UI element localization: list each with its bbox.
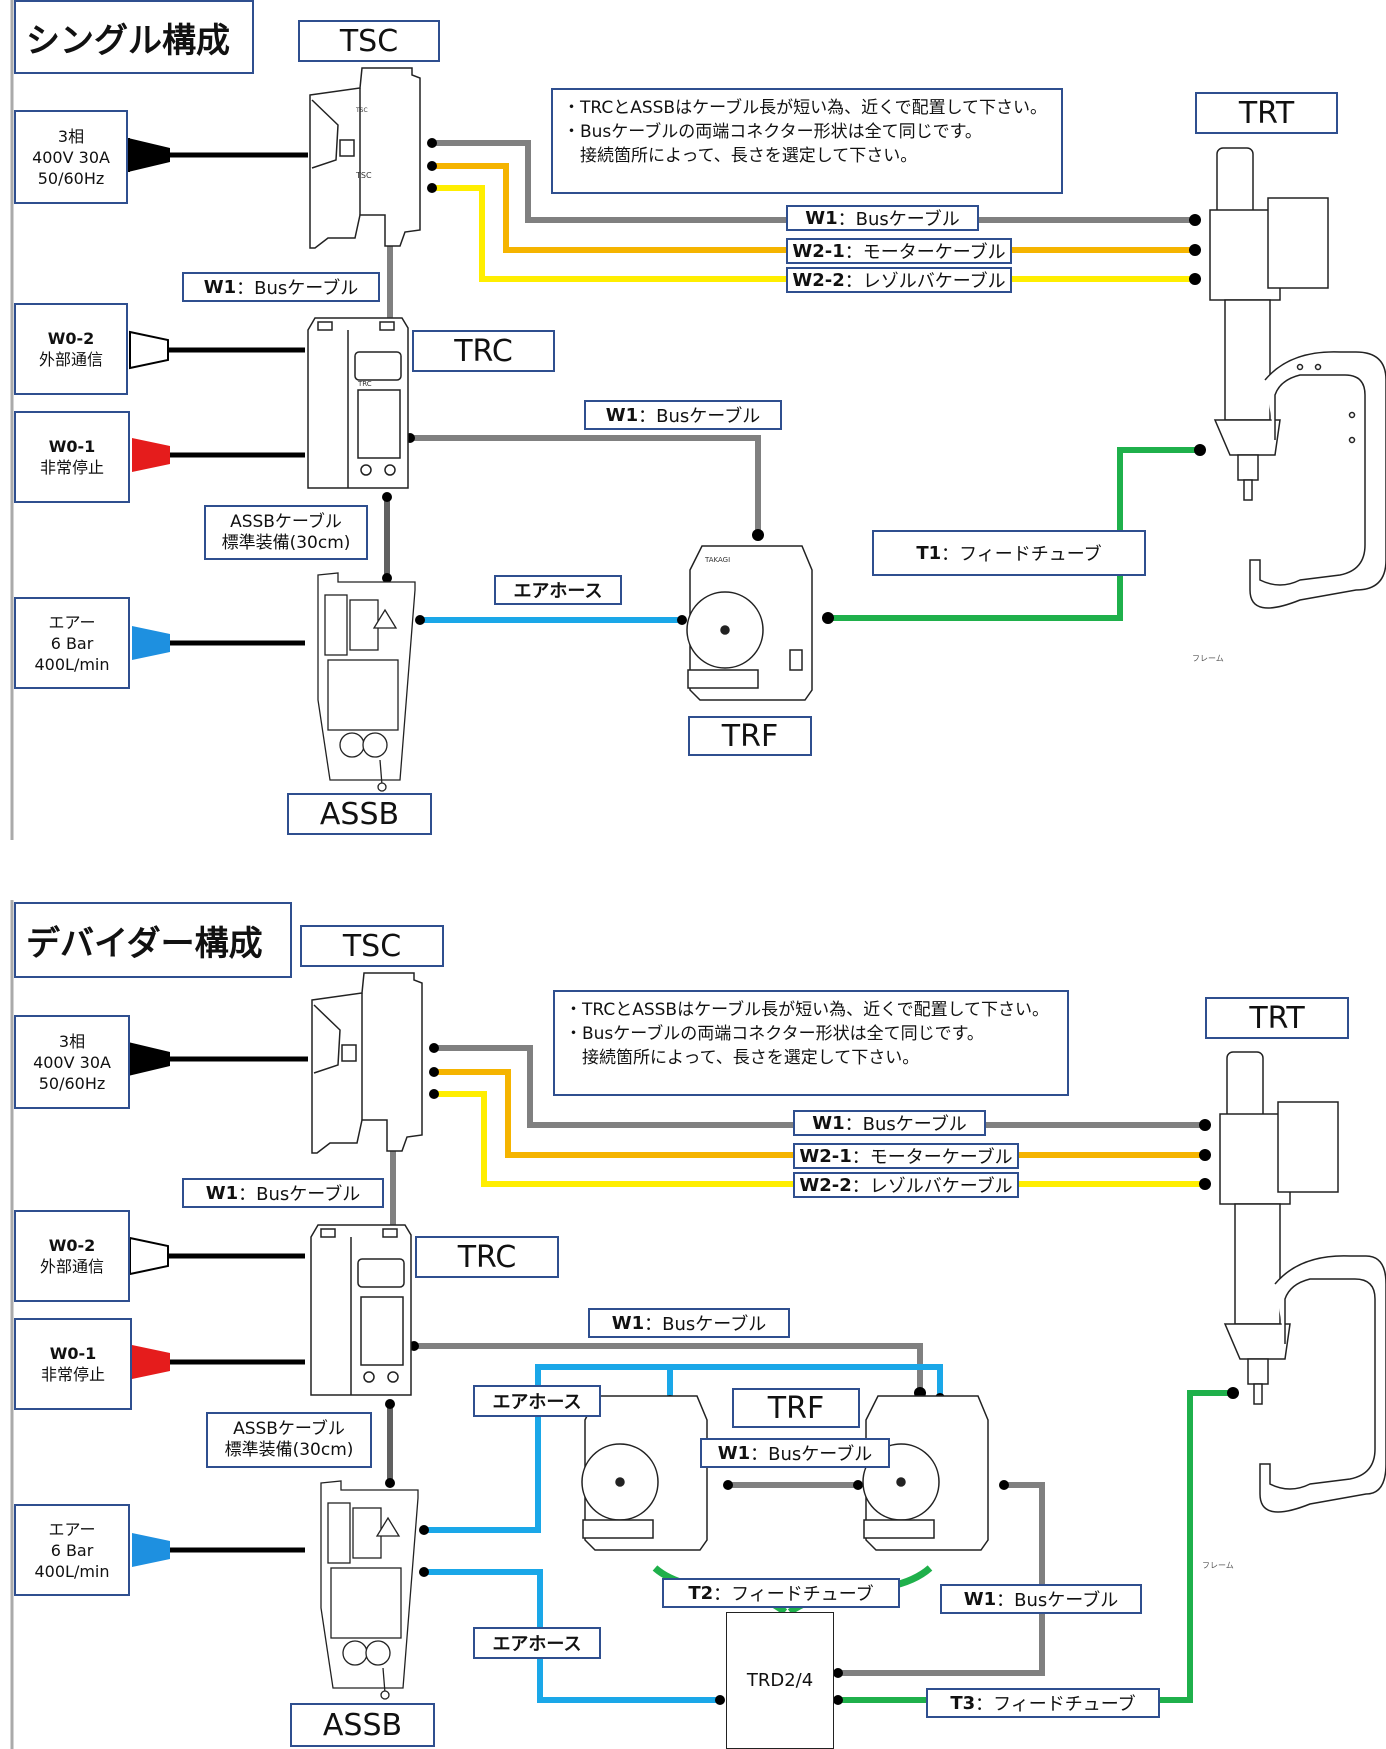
trt-label-divider: TRT <box>1205 997 1349 1039</box>
tsc-label-divider: TSC <box>300 925 444 967</box>
trc-label-divider: TRC <box>415 1236 559 1278</box>
air-plug-single <box>132 626 170 660</box>
w1-top-label-single: W1：Busケーブル <box>786 205 979 231</box>
tsc-label-single: TSC <box>298 20 440 62</box>
comm-text: 外部通信 <box>38 350 103 369</box>
svg-text:TSC: TSC <box>355 171 372 180</box>
power-source-single: 3相 400V 30A 50/60Hz <box>14 110 128 204</box>
comm-source-divider: W0-2 外部通信 <box>14 1210 130 1302</box>
svg-text:TAKAGI: TAKAGI <box>704 556 730 564</box>
trf-label-divider: TRF <box>732 1388 860 1428</box>
comm-code: W0-2 <box>47 329 95 348</box>
w21-label-single: W2-1：モーターケーブル <box>786 238 1012 264</box>
air-source-single: エアー 6 Bar 400L/min <box>14 597 130 689</box>
w1-trf-trd-label-divider: W1：Busケーブル <box>940 1584 1142 1614</box>
w1-tsc-trc-label-single: W1：Busケーブル <box>182 272 380 302</box>
estop-code: W0-1 <box>48 437 96 456</box>
trt-device-single <box>1209 147 1386 609</box>
trf-device-divider-1 <box>581 1395 708 1551</box>
frame-label-single: フレーム <box>1192 654 1224 663</box>
estop-source-single: W0-1 非常停止 <box>14 411 130 503</box>
single-section-title: シングル構成 <box>14 0 254 74</box>
note-divider: ・TRCとASSBはケーブル長が短い為、近くで配置して下さい。 ・Busケーブル… <box>553 990 1069 1096</box>
trf-device-divider-2 <box>862 1395 989 1551</box>
estop-plug-single <box>132 438 170 472</box>
trc-label-single: TRC <box>412 330 555 372</box>
assb-label-single: ASSB <box>287 793 432 835</box>
air-line3: 400L/min <box>34 654 110 674</box>
t3-label-divider: T3：フィードチューブ <box>926 1688 1160 1718</box>
power-plug-single <box>128 138 170 172</box>
w1-top-label-divider: W1：Busケーブル <box>793 1110 986 1136</box>
power-source-divider: 3相 400V 30A 50/60Hz <box>14 1015 130 1109</box>
air-hose-label-single: エアホース <box>494 575 622 605</box>
trd-device-divider: TRD2/4 <box>726 1612 834 1749</box>
assb-device-divider <box>320 1480 419 1700</box>
trc-device-divider <box>310 1224 412 1396</box>
air-hose-bottom-label-divider: エアホース <box>473 1627 601 1659</box>
frame-label-divider: フレーム <box>1202 1561 1234 1570</box>
assb-cable-label-divider: ASSBケーブル 標準装備(30cm) <box>206 1412 372 1468</box>
assb-cable-label-single: ASSBケーブル 標準装備(30cm) <box>204 505 368 560</box>
trt-device-divider <box>1219 1051 1386 1513</box>
svg-text:TSC: TSC <box>355 107 368 114</box>
single-wires <box>120 138 1206 660</box>
air-line2: 6 Bar <box>50 633 94 653</box>
svg-text:TRC: TRC <box>357 380 372 388</box>
divider-section-title: デバイダー構成 <box>14 902 292 978</box>
comm-plug-single <box>129 330 169 370</box>
w1-trc-trf-label-divider: W1：Busケーブル <box>588 1308 790 1338</box>
assb-label-divider: ASSB <box>290 1703 435 1747</box>
air-line1: エアー <box>48 612 96 632</box>
tsc-device-divider <box>311 972 423 1154</box>
w22-label-single: W2-2：レゾルバケーブル <box>786 267 1012 293</box>
air-source-divider: エアー 6 Bar 400L/min <box>14 1504 130 1596</box>
w1-trc-trf-label-single: W1：Busケーブル <box>584 400 782 430</box>
power-line1: 3相 <box>57 126 85 146</box>
trf-device-single: TAKAGI <box>686 545 813 701</box>
t2-label-divider: T2：フィードチューブ <box>662 1578 900 1608</box>
t1-label-single: T1：フィードチューブ <box>872 530 1146 576</box>
tsc-device-single: TSC TSC <box>309 67 421 249</box>
w21-label-divider: W2-1：モーターケーブル <box>793 1143 1019 1169</box>
comm-source-single: W0-2 外部通信 <box>14 303 128 395</box>
trf-label-single: TRF <box>688 716 812 756</box>
trc-device-single: TRC <box>307 317 409 489</box>
estop-source-divider: W0-1 非常停止 <box>14 1318 132 1410</box>
air-hose-top-label-divider: エアホース <box>473 1385 601 1417</box>
w1-trf-trf-label-divider: W1：Busケーブル <box>700 1438 890 1468</box>
power-line3: 50/60Hz <box>37 168 105 188</box>
note-single: ・TRCとASSBはケーブル長が短い為、近くで配置して下さい。 ・Busケーブル… <box>551 88 1063 194</box>
note-line2: ・Busケーブルの両端コネクター形状は全て同じです。 <box>563 122 982 142</box>
power-line2: 400V 30A <box>32 147 110 167</box>
assb-device-single <box>317 572 416 792</box>
note-line3: 接続箇所によって、長さを選定して下さい。 <box>563 146 918 166</box>
trt-label-single: TRT <box>1195 92 1338 134</box>
w22-label-divider: W2-2：レゾルバケーブル <box>793 1172 1019 1198</box>
estop-text: 非常停止 <box>39 458 104 477</box>
note-line1: ・TRCとASSBはケーブル長が短い為、近くで配置して下さい。 <box>563 98 1048 118</box>
w1-tsc-trc-label-divider: W1：Busケーブル <box>182 1178 384 1208</box>
